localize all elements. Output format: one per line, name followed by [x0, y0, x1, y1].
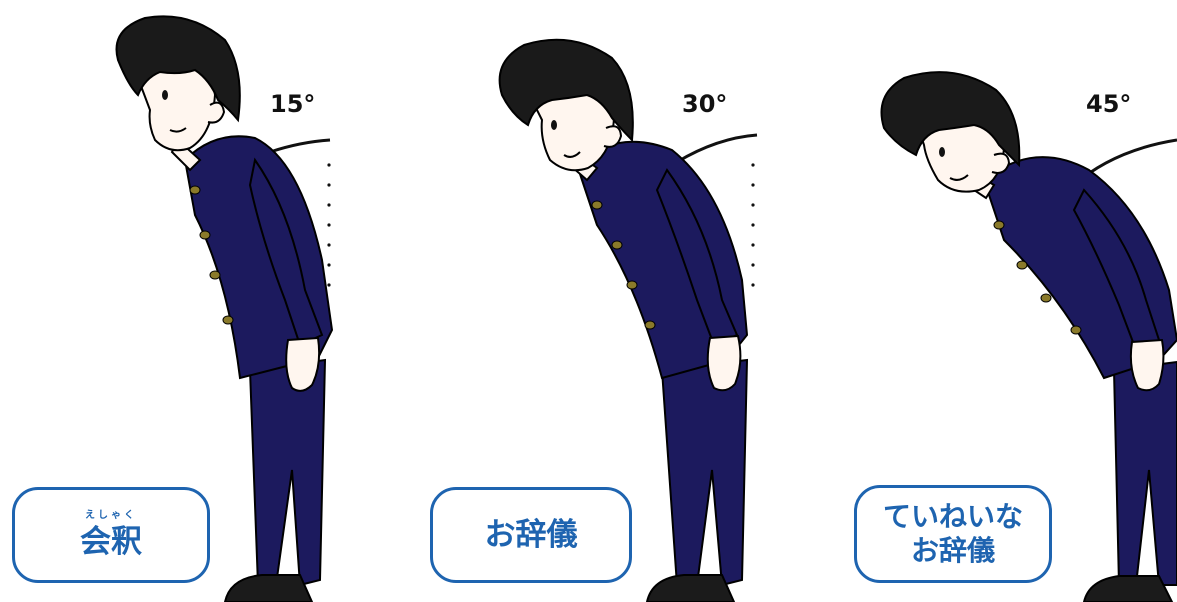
bowing-student-45-illustration	[880, 71, 1177, 602]
label-line: ていねいな	[882, 500, 1023, 533]
bow-type-label-eshaku: えしゃく 会釈	[12, 487, 210, 583]
bowing-student-15-illustration	[115, 15, 334, 602]
furigana: えしゃく	[85, 509, 137, 521]
bow-panel-30: 30° お辞儀	[392, 0, 784, 602]
angle-label: 45°	[1086, 90, 1132, 118]
bow-panel-45: 45° ていねいな お辞儀	[784, 0, 1177, 602]
bow-panel-15: 15° えしゃく 会釈	[0, 0, 392, 602]
bowing-student-30-illustration	[498, 38, 758, 602]
label-line: お辞儀	[910, 534, 995, 567]
bow-type-label-teineina-ojigi: ていねいな お辞儀	[854, 485, 1052, 583]
label-line: お辞儀	[484, 517, 578, 553]
angle-label: 30°	[682, 90, 728, 118]
angle-label: 15°	[270, 90, 316, 118]
label-line: 会釈	[80, 523, 142, 560]
bow-type-label-ojigi: お辞儀	[430, 487, 632, 583]
